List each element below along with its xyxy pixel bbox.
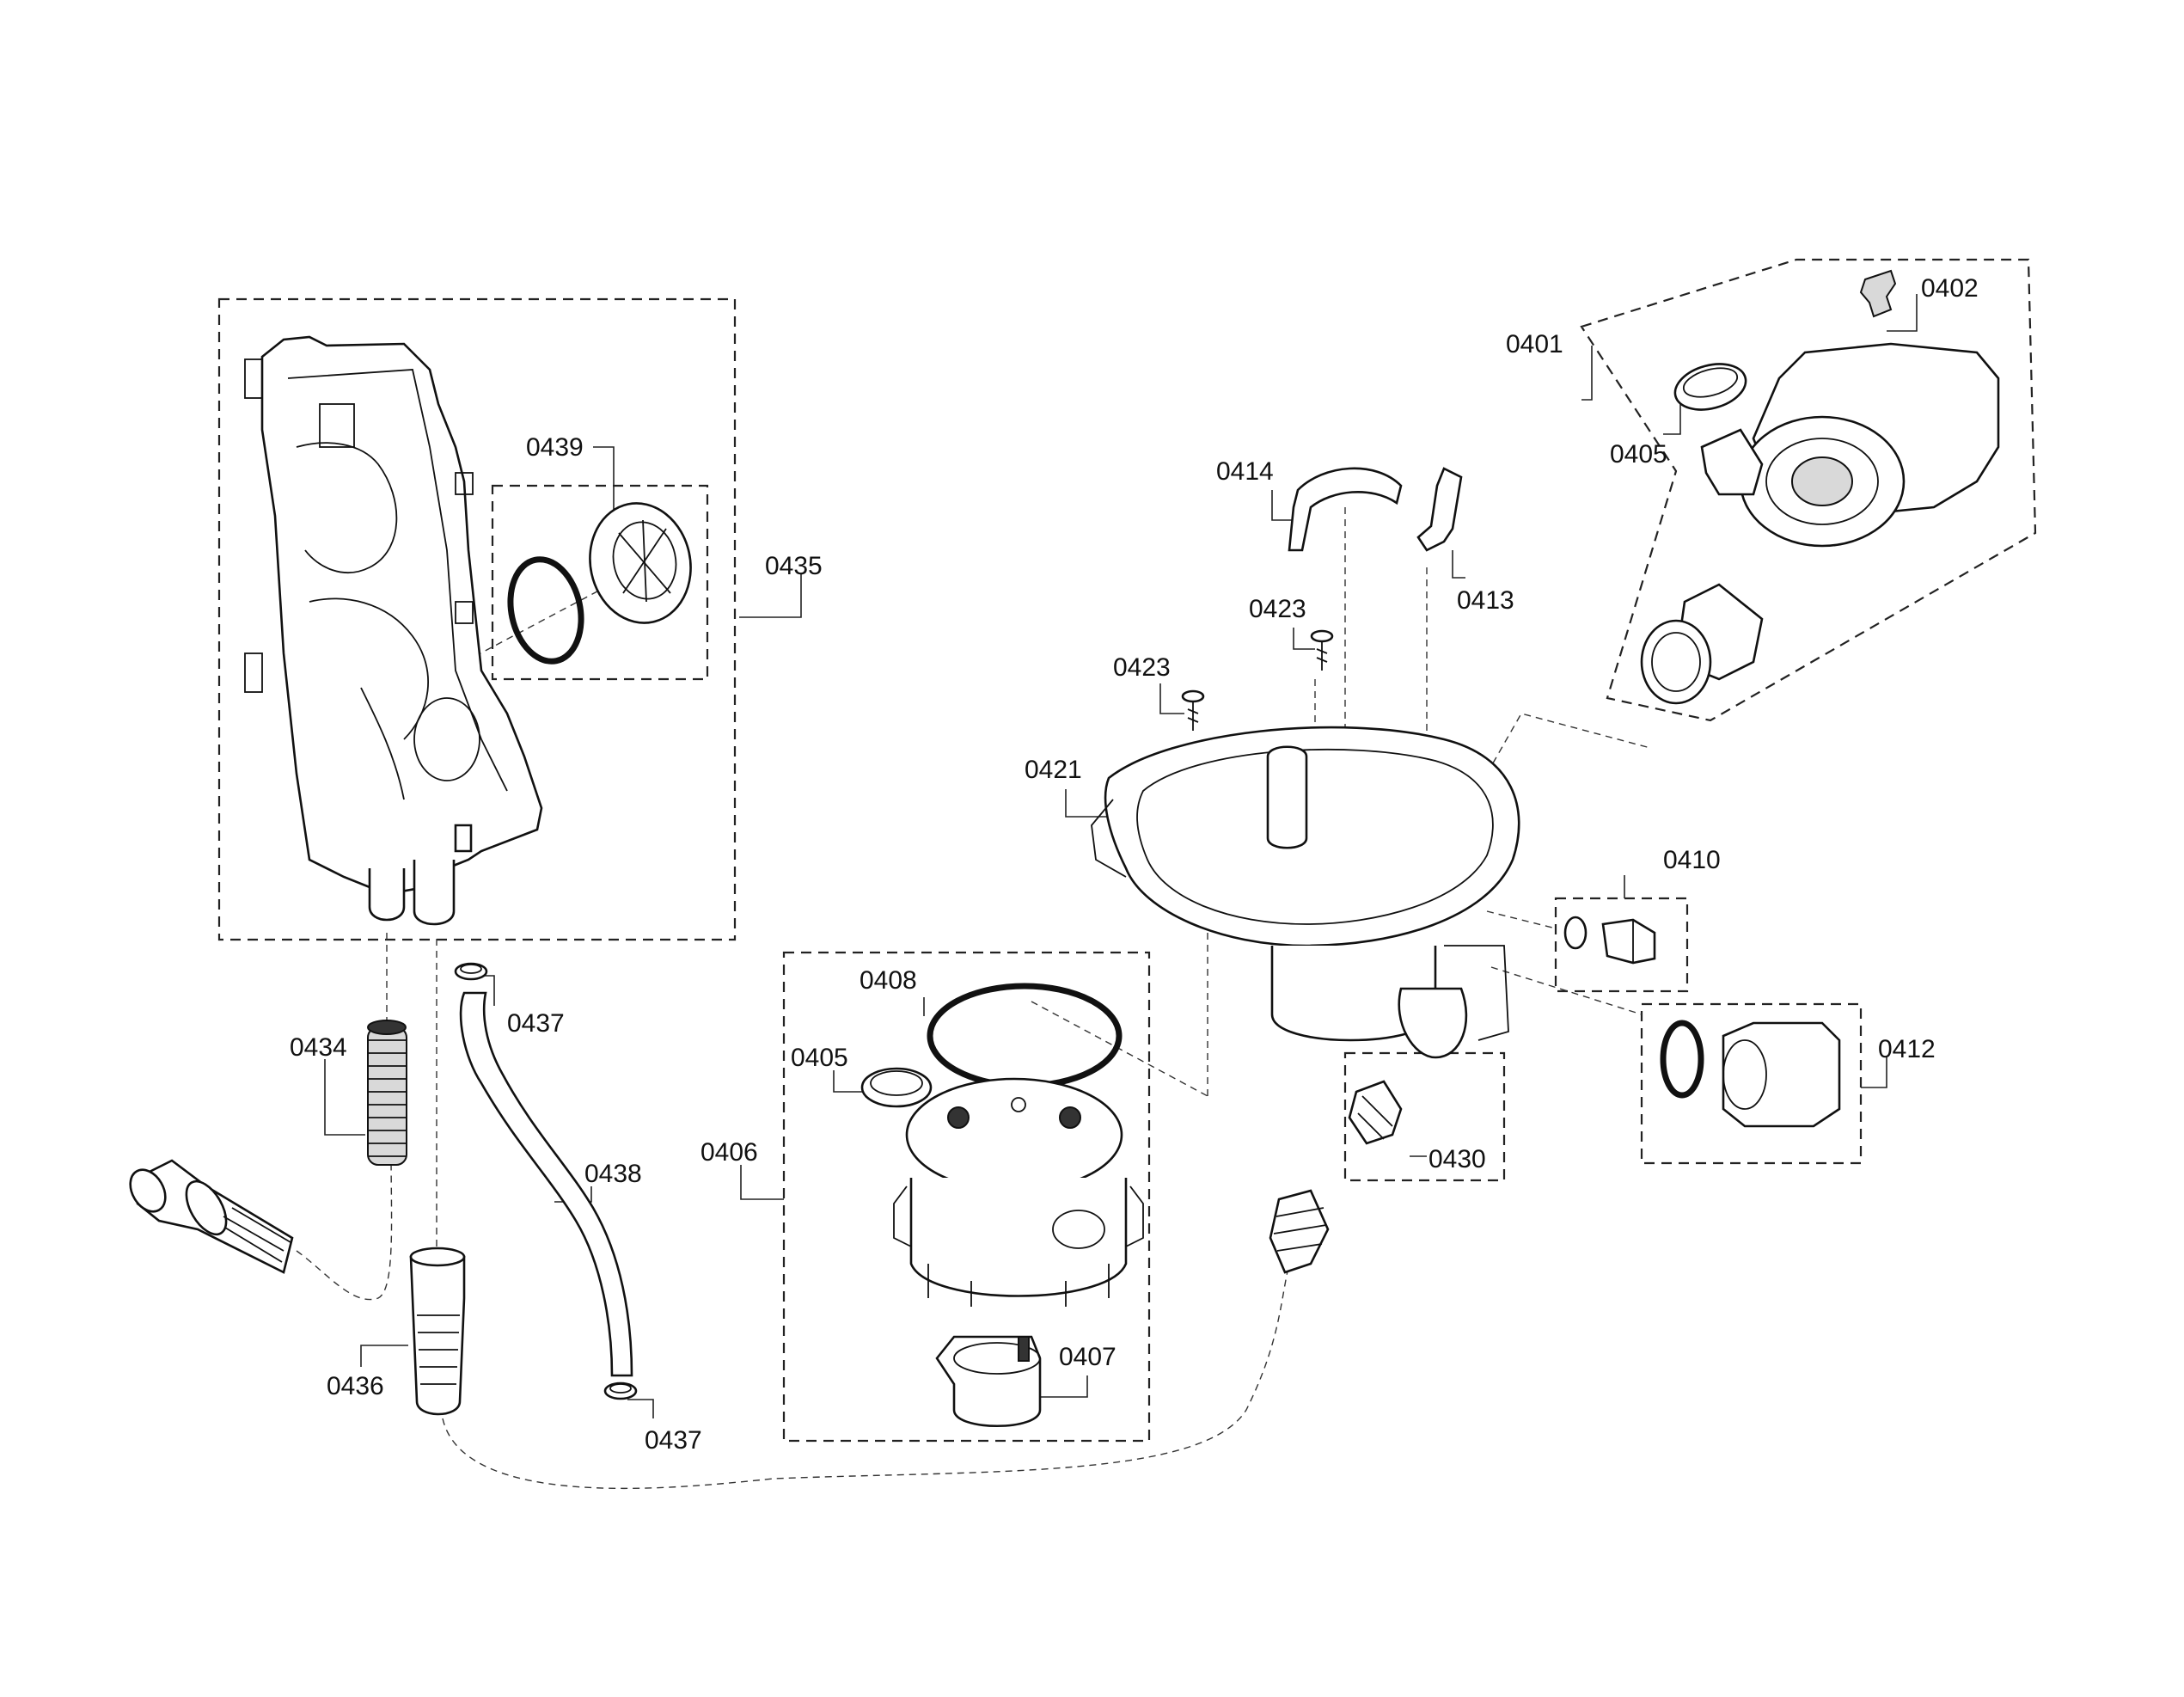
leader-0436 [360, 1345, 408, 1367]
part-0423-screw-b[interactable] [1310, 629, 1334, 671]
part-0412-heater[interactable] [1660, 1020, 1841, 1128]
label-0437-bottom: 0437 [645, 1426, 702, 1455]
connector-0410 [1486, 910, 1557, 929]
label-0410: 0410 [1663, 846, 1721, 874]
part-0401-pump[interactable] [1640, 342, 2000, 705]
part-0406-pump-housing[interactable] [893, 1077, 1144, 1307]
connector-0406 [1031, 1001, 1208, 1097]
label-0439: 0439 [526, 433, 584, 462]
part-0408-seal-ring[interactable] [927, 983, 1123, 1089]
label-0423-a: 0423 [1113, 653, 1171, 682]
label-0434: 0434 [290, 1033, 347, 1062]
part-0405-clamp-top[interactable] [1670, 357, 1751, 417]
leader-0439 [593, 446, 615, 523]
group-box-0435 [217, 297, 737, 941]
part-0410-sensor[interactable] [1563, 916, 1656, 965]
leader-0413 [1452, 550, 1465, 579]
part-0423-screw-a[interactable] [1181, 689, 1205, 731]
label-0437-top: 0437 [507, 1009, 565, 1038]
part-0437-clamp-bottom[interactable] [603, 1381, 638, 1400]
part-0430-valve[interactable] [1348, 1080, 1403, 1145]
leader-0437-bottom [627, 1399, 654, 1418]
connector-0439 [463, 584, 611, 663]
label-0438: 0438 [584, 1160, 642, 1188]
leader-0435 [739, 574, 802, 618]
group-box-0439 [491, 484, 709, 681]
part-0439-cover[interactable] [501, 493, 701, 668]
leader-0414 [1271, 490, 1298, 521]
leader-0402 [1887, 294, 1918, 332]
label-0406: 0406 [700, 1138, 758, 1167]
part-0407-motor[interactable] [935, 1335, 1042, 1427]
group-box-0406 [782, 951, 1151, 1443]
label-0405-mid: 0405 [791, 1044, 848, 1072]
part-drain-fitting[interactable] [1269, 1189, 1330, 1274]
label-0401: 0401 [1506, 330, 1563, 358]
label-0436: 0436 [327, 1372, 384, 1400]
leader-0434 [324, 1059, 365, 1136]
group-box-0430 [1343, 1051, 1506, 1182]
part-drain-adapter[interactable] [123, 1159, 294, 1274]
leader-0405-top [1663, 404, 1681, 435]
label-0402: 0402 [1921, 274, 1979, 303]
leader-0406 [740, 1165, 784, 1200]
connector-0436-to-sump [442, 1263, 1290, 1490]
leader-0421 [1065, 789, 1117, 818]
leader-0423-b [1293, 628, 1315, 650]
label-0414: 0414 [1216, 457, 1274, 486]
part-0434-corrugated-hose[interactable] [367, 1020, 407, 1166]
label-0408: 0408 [860, 966, 917, 995]
part-0437-clamp-top[interactable] [454, 962, 488, 981]
leader-0401 [1581, 346, 1593, 401]
leader-0423-a [1159, 683, 1184, 714]
label-0413: 0413 [1457, 586, 1514, 615]
label-0405-top: 0405 [1610, 440, 1667, 469]
part-0402-clip[interactable] [1859, 269, 1897, 318]
group-box-0412 [1640, 1002, 1863, 1165]
label-0423-b: 0423 [1249, 595, 1306, 623]
part-0413-clip[interactable] [1416, 467, 1463, 552]
leader-0412 [1861, 1057, 1887, 1088]
leader-0405-mid [833, 1070, 864, 1093]
leader-0407 [1040, 1375, 1088, 1398]
label-0435: 0435 [765, 552, 823, 580]
part-0435-housing[interactable] [244, 335, 543, 926]
part-0436-tube[interactable] [409, 1247, 466, 1416]
label-0430: 0430 [1428, 1145, 1486, 1173]
label-0421: 0421 [1025, 756, 1082, 784]
label-0407: 0407 [1059, 1343, 1116, 1371]
part-0414-bracket[interactable] [1288, 467, 1403, 552]
connector-0412 [1490, 966, 1643, 1015]
part-0405-clamp-mid[interactable] [860, 1067, 933, 1108]
label-0412: 0412 [1878, 1035, 1936, 1063]
connector-0401 [1486, 713, 1651, 775]
group-box-0410 [1554, 897, 1689, 993]
connector-drain-adapter [296, 1151, 393, 1301]
part-0438-hose[interactable] [459, 991, 633, 1377]
part-0421-sump[interactable] [1091, 726, 1520, 1059]
group-box-0401 [1580, 258, 2037, 722]
